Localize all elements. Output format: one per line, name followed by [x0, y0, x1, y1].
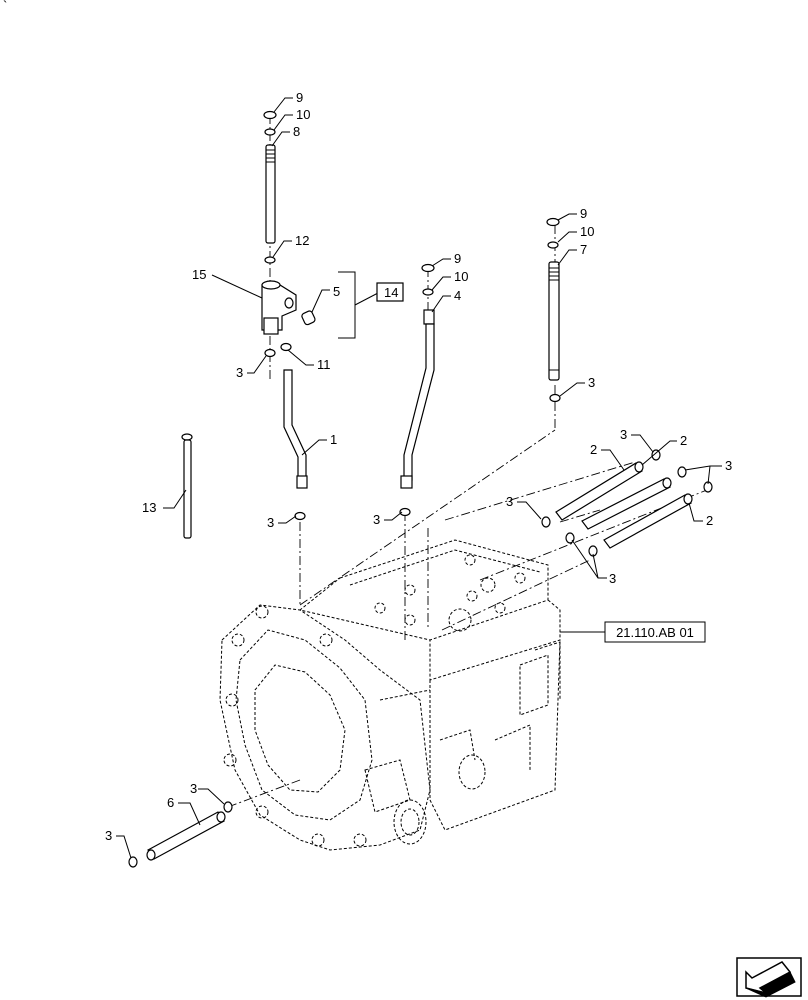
washer-3-shaft6-right — [223, 801, 233, 813]
callout-9-right: 9 — [580, 206, 587, 221]
middle-tube-group — [399, 263, 435, 517]
callout-2-low: 2 — [706, 513, 713, 528]
callout-3-tube7: 3 — [588, 375, 595, 390]
callout-15: 15 — [192, 267, 206, 282]
rod-13 — [181, 433, 193, 539]
washer-3-tube4 — [399, 507, 411, 517]
transmission-housing — [219, 539, 561, 851]
callout-11: 11 — [317, 357, 331, 372]
bent-tube-4 — [403, 323, 435, 481]
shafts-2 — [541, 449, 713, 557]
reference-label: 21.110.AB 01 — [616, 625, 694, 640]
washer-3-tee — [264, 348, 276, 358]
washer-12 — [264, 256, 276, 264]
callout-7: 7 — [580, 242, 587, 257]
washer-9-right — [546, 217, 560, 227]
corner-mark: ` — [3, 0, 7, 13]
callout-10-right: 10 — [580, 224, 594, 239]
fitting-5 — [301, 310, 316, 326]
callout-10-mid: 10 — [454, 269, 468, 284]
callout-14: 14 — [384, 285, 398, 300]
next-page-arrow-icon[interactable] — [736, 957, 802, 998]
washer-3-d — [541, 516, 551, 528]
washer-11 — [280, 342, 292, 352]
leader-lines — [116, 97, 722, 859]
washer-3-shaft6-left — [128, 856, 138, 868]
washer-10-left — [264, 128, 276, 136]
callout-3-left: 3 — [506, 494, 513, 509]
callout-3-shaft6-right: 3 — [190, 781, 197, 796]
callout-2-top: 2 — [680, 433, 687, 448]
callout-4: 4 — [454, 288, 461, 303]
shaft-6 — [128, 801, 233, 868]
callouts: 9 10 8 12 15 5 14 3 11 1 9 10 4 9 10 7 3… — [105, 90, 732, 843]
callout-3-right: 3 — [725, 458, 732, 473]
washer-10-right — [547, 241, 559, 249]
washer-10-mid — [422, 288, 434, 296]
callout-5: 5 — [333, 284, 340, 299]
washer-3-tube1 — [294, 511, 306, 521]
callout-12: 12 — [295, 233, 309, 248]
callout-3-bottom: 3 — [609, 571, 616, 586]
callout-8: 8 — [293, 124, 300, 139]
washer-3-a — [651, 449, 661, 461]
reference-box[interactable]: 21.110.AB 01 — [604, 621, 706, 643]
shaft-2-top — [555, 462, 643, 521]
washer-9-left — [263, 110, 277, 120]
right-tube-group — [546, 217, 561, 403]
callout-3-tee: 3 — [236, 365, 243, 380]
callout-6: 6 — [167, 795, 174, 810]
callout-3-tube4: 3 — [373, 512, 380, 527]
callout-9: 9 — [296, 90, 303, 105]
callout-2-left: 2 — [590, 442, 597, 457]
tube-8 — [265, 144, 276, 244]
callout-13: 13 — [142, 500, 156, 515]
callout-1: 1 — [330, 432, 337, 447]
callout-10: 10 — [296, 107, 310, 122]
callout-3-tube1: 3 — [267, 515, 274, 530]
tube-7 — [548, 261, 560, 381]
left-tube-group — [261, 110, 404, 521]
bent-tube-1 — [283, 369, 307, 481]
callout-3-shaft-top: 3 — [620, 427, 627, 442]
washer-9-mid — [421, 263, 435, 273]
washer-3-b — [677, 466, 687, 478]
callout-9-mid: 9 — [454, 251, 461, 266]
callout-3-shaft6-left: 3 — [105, 828, 112, 843]
washer-3-tube7 — [549, 393, 561, 403]
